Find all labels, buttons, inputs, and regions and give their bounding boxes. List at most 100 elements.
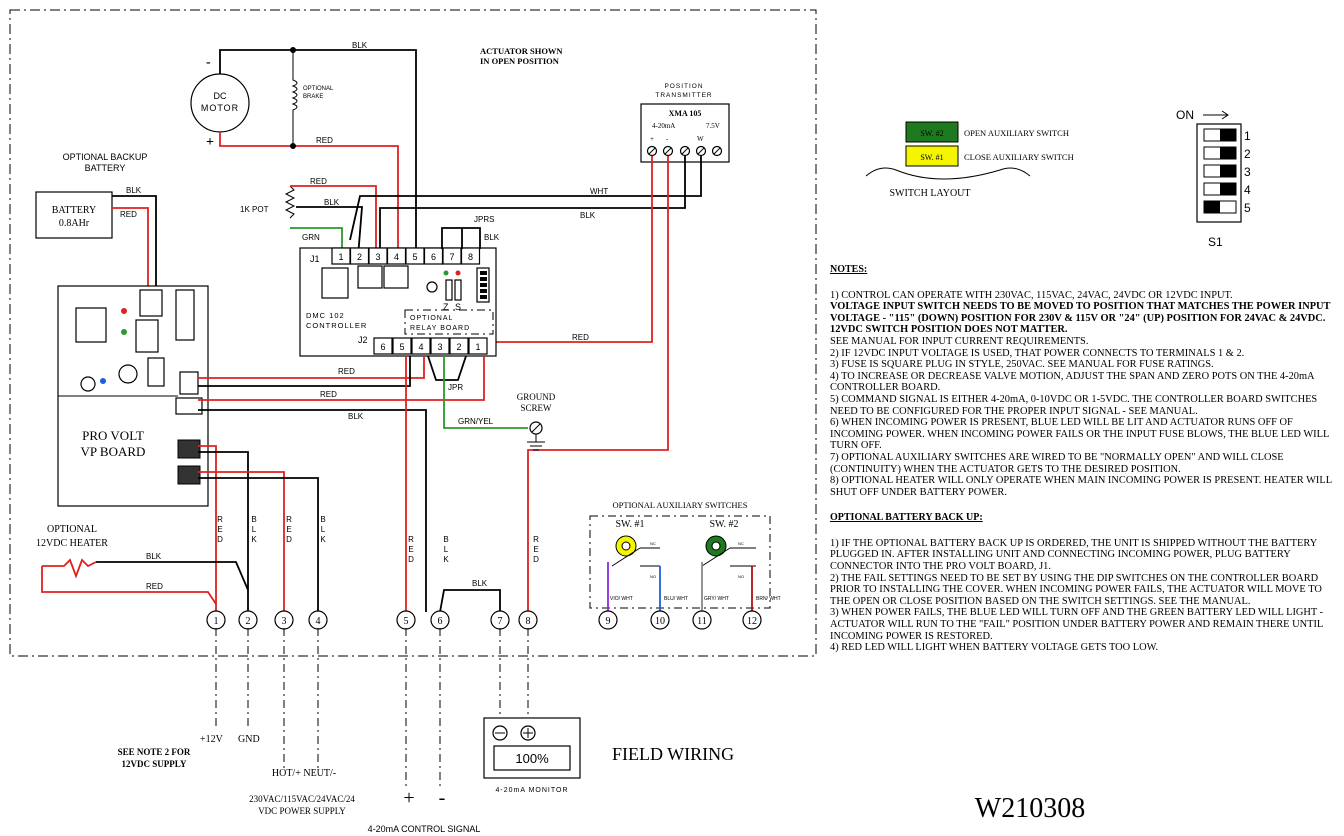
ground-wire	[443, 356, 528, 429]
jpr-label: JPR	[448, 383, 463, 392]
j2-pin	[449, 337, 469, 355]
xma-white-wire	[349, 156, 702, 241]
svg-text:R: R	[286, 515, 292, 524]
dc-motor-label-2: MOTOR	[201, 103, 239, 113]
battery-red-wire	[112, 207, 149, 288]
sw2-nc: NC	[738, 541, 744, 546]
gnd-label: GND	[238, 734, 260, 745]
relay-board-label-2: RELAY BOARD	[410, 325, 470, 332]
sw1-tag	[905, 145, 959, 167]
motor-minus: -	[206, 55, 211, 70]
controller-led-red	[455, 270, 461, 276]
note-item: 5) COMMAND SIGNAL IS EITHER 4-20mA, 0-10…	[830, 393, 1318, 417]
wire-label-red: RED	[320, 390, 337, 399]
wire-label-blk: BLK	[324, 198, 340, 207]
voltage-select-switch	[147, 357, 165, 387]
j2-pin	[392, 337, 412, 355]
switch-layout-bracket	[865, 167, 1031, 180]
terminal2-black-wire	[198, 451, 249, 612]
close-aux-label: CLOSE AUXILIARY SWITCH	[964, 152, 1074, 162]
plus12-label: +12V	[200, 734, 224, 745]
svg-text:R: R	[217, 515, 223, 524]
switch-layout-label: SWITCH LAYOUT	[889, 188, 970, 199]
span-label: S	[455, 302, 461, 312]
field-terminal-label: 1	[214, 616, 219, 627]
svg-text:E: E	[217, 525, 222, 534]
controller-label-2: CONTROLLER	[306, 321, 367, 330]
xma-black-wire	[379, 156, 686, 257]
j1-pin-label: 5	[412, 252, 417, 262]
field-terminal-label: 9	[606, 616, 611, 627]
field-wiring-label: FIELD WIRING	[612, 744, 734, 764]
sw2-cam-hub	[711, 541, 721, 551]
pro-volt-capacitor	[118, 364, 138, 384]
svg-text:D: D	[286, 535, 292, 544]
j2-pin-label: 4	[418, 342, 423, 352]
s1-number: 4	[1244, 183, 1251, 197]
wire-label-blk: BLK	[580, 211, 596, 220]
note-item: 8) OPTIONAL HEATER WILL ONLY OPERATE WHE…	[830, 475, 1332, 498]
gry-wht-label: GRY/ WHT	[704, 596, 729, 602]
pot-label: 1K POT	[240, 205, 269, 214]
sw1-nc: NC	[650, 541, 656, 546]
backup-battery-title: OPTIONAL BACKUP	[63, 152, 148, 162]
j2-pin	[411, 337, 431, 355]
optional-relay-board	[404, 309, 494, 335]
notes-panel: NOTES: 1) CONTROL CAN OPERATE WITH 230VA…	[830, 264, 1340, 654]
note-item: 7) OPTIONAL AUXILIARY SWITCHES ARE WIRED…	[830, 451, 1284, 475]
wire-label-red: RED	[146, 582, 163, 591]
xma-screw-terminals	[646, 145, 723, 157]
pro-volt-led-red	[121, 308, 127, 314]
monitor-display	[493, 745, 571, 771]
on-arrow	[1203, 110, 1229, 120]
pro-volt-connector	[179, 371, 199, 395]
wire-label-red: RED	[338, 367, 355, 376]
monitor-label: 4-20mA MONITOR	[496, 787, 569, 794]
j1-pin-label: 8	[468, 252, 473, 262]
monitor-plus-symbol	[523, 728, 533, 738]
xma-w: W	[697, 135, 704, 143]
notes-heading: NOTES:	[830, 264, 868, 275]
provolt-red-wire-2	[198, 356, 485, 401]
s1-number: 5	[1244, 201, 1251, 215]
pro-volt-label: PRO VOLT	[82, 428, 144, 443]
j2-pin	[373, 337, 393, 355]
jprs-jumper	[441, 227, 481, 249]
span-pot	[454, 279, 462, 301]
svg-text:D: D	[408, 555, 414, 564]
brn-wht-label: BRN/ WHT	[756, 596, 781, 602]
field-terminal-label: 6	[438, 616, 443, 627]
j2-pin	[430, 337, 450, 355]
position-transmitter-title-2: TRANSMITTER	[655, 92, 712, 99]
dc-motor-label: DC	[214, 91, 227, 101]
field-terminal	[650, 610, 670, 630]
svg-text:E: E	[533, 545, 538, 554]
actuator-enclosure-boundary	[9, 9, 817, 657]
ground-screw-label-2: SCREW	[520, 403, 552, 413]
potentiometer	[284, 185, 296, 219]
power-supply-label: 230VAC/115VAC/24VAC/24	[249, 794, 355, 804]
heater-element	[42, 558, 97, 579]
sw1-label: SW. #1	[615, 519, 644, 530]
battery-note-item: 1) IF THE OPTIONAL BATTERY BACK UP IS OR…	[830, 537, 1317, 573]
on-label: ON	[1176, 108, 1194, 122]
pro-volt-component	[135, 319, 159, 353]
note-item: SEE MANUAL FOR INPUT CURRENT REQUIREMENT…	[830, 335, 1089, 347]
j2-pin	[468, 337, 488, 355]
j1-pin	[460, 247, 481, 265]
brake-coil	[291, 50, 298, 146]
note-item: 4) TO INCREASE OR DECREASE VALVE MOTION,…	[830, 370, 1314, 394]
jprs-label: JPRS	[474, 215, 494, 224]
s1-lever	[1220, 129, 1236, 141]
terminal1-red-wire	[198, 445, 217, 612]
s1-number: 3	[1244, 165, 1251, 179]
field-terminal-label: 2	[246, 616, 251, 627]
j2-pin-label: 2	[456, 342, 461, 352]
battery-black-wire	[112, 195, 157, 288]
control-signal-label: 4-20mA CONTROL SIGNAL	[368, 824, 481, 834]
pro-volt-connector	[177, 465, 201, 485]
